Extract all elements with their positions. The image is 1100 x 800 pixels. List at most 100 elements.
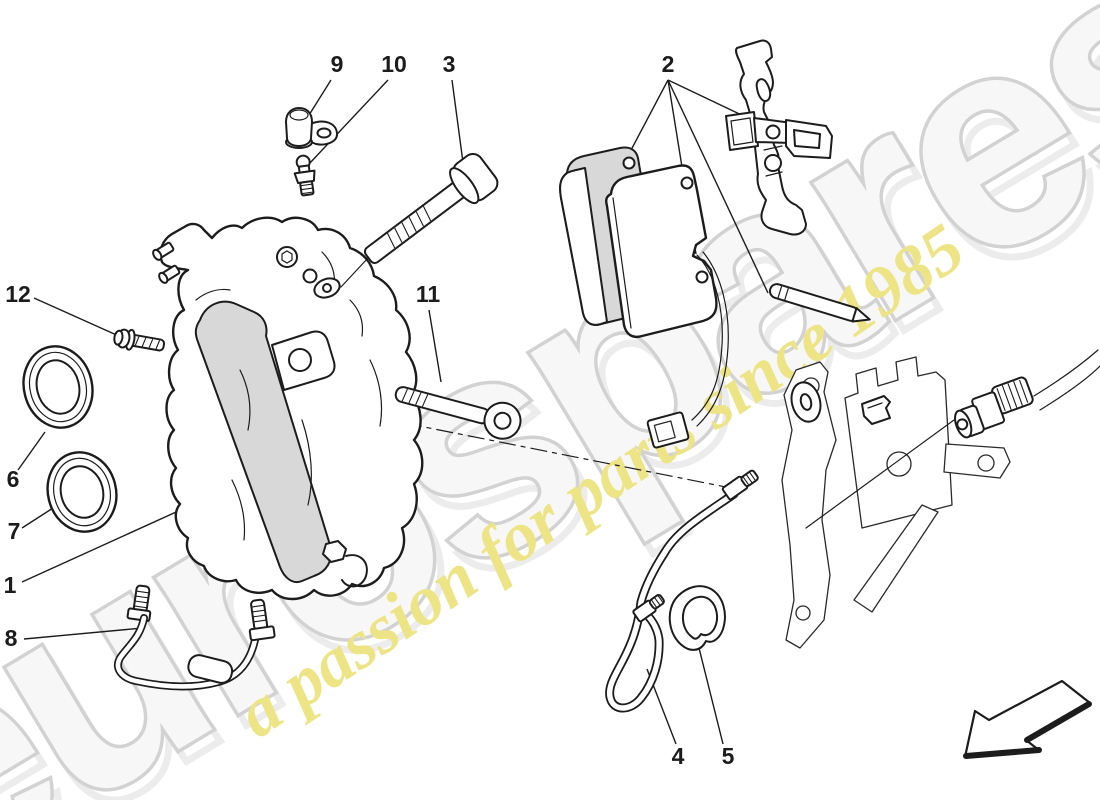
pipe-to-corner-upper bbox=[1033, 349, 1099, 397]
seal-7-bore bbox=[59, 465, 105, 519]
bolt-3-threads bbox=[387, 206, 432, 249]
spring-strip-hole bbox=[764, 154, 782, 172]
callout-1: 1 bbox=[4, 572, 17, 598]
leader-7 bbox=[21, 507, 54, 529]
seal-6-mid bbox=[28, 351, 88, 423]
seal-ring-6 bbox=[22, 345, 94, 429]
caliper-stud-upper bbox=[152, 241, 175, 261]
caliper-detail-7 bbox=[369, 359, 383, 427]
nipple-hex bbox=[293, 169, 316, 185]
clip-5-inner bbox=[682, 595, 719, 640]
caliper-lug-hole bbox=[288, 348, 312, 372]
callout-5: 5 bbox=[722, 743, 735, 769]
leader-2-pads bbox=[629, 79, 669, 153]
bracket-right-arm bbox=[943, 443, 1011, 479]
seal-6-bore bbox=[35, 359, 81, 415]
small-clip bbox=[861, 395, 891, 425]
hose4-threads-top bbox=[742, 471, 757, 486]
pin-grooves bbox=[777, 285, 789, 301]
caliper-detail-3 bbox=[349, 299, 364, 337]
callout-labels: 1 2 3 4 5 6 7 8 9 10 11 12 bbox=[4, 51, 735, 769]
caliper-detail-6 bbox=[195, 288, 231, 301]
callout-7: 7 bbox=[8, 518, 21, 544]
hose4-threads-loop bbox=[650, 594, 664, 609]
bracket-plate bbox=[844, 356, 953, 529]
caliper-detail-2 bbox=[301, 419, 312, 506]
leader-10 bbox=[308, 79, 389, 165]
brake-pad-set bbox=[559, 146, 729, 449]
callout-10: 10 bbox=[381, 51, 407, 77]
callout-4: 4 bbox=[672, 743, 685, 769]
bolt-3-shaft bbox=[363, 179, 469, 265]
cap-dome-top bbox=[289, 109, 309, 121]
caliper-bottom-hook bbox=[341, 554, 368, 588]
pipe-to-corner-lower bbox=[1039, 365, 1100, 411]
pad-back-plate-edge bbox=[559, 167, 608, 326]
alignment-line-caliper-hose bbox=[373, 416, 732, 489]
pipe-8-left-fitting bbox=[126, 584, 152, 622]
bleed-nipple-10 bbox=[293, 154, 316, 197]
bracket-left-arm bbox=[781, 361, 837, 649]
small-clip-line bbox=[867, 402, 883, 409]
clamp-hole bbox=[765, 124, 781, 140]
leader-12 bbox=[33, 297, 122, 338]
leader-2-pin bbox=[667, 79, 769, 294]
sensor-wire-outer bbox=[691, 254, 723, 421]
screw-12-threads bbox=[134, 336, 161, 350]
bracket-hole-foot bbox=[795, 605, 811, 621]
direction-arrow bbox=[963, 679, 1092, 759]
caliper-detail-1 bbox=[239, 369, 251, 431]
brake-caliper bbox=[152, 216, 424, 601]
bolt-11-threads bbox=[401, 388, 429, 407]
nipple-threads bbox=[300, 183, 314, 195]
seal-ring-7 bbox=[46, 451, 118, 533]
callout-12: 12 bbox=[5, 281, 31, 307]
arrow-shadow-shaft bbox=[1024, 701, 1092, 743]
caliper-stud-lower bbox=[158, 264, 181, 284]
fitting-bore bbox=[956, 418, 969, 431]
callout-8: 8 bbox=[5, 625, 18, 651]
pipe-8-right-fitting bbox=[248, 598, 276, 642]
callout-11: 11 bbox=[416, 281, 441, 307]
retaining-screw-12 bbox=[113, 328, 166, 352]
pad-front-face-line bbox=[612, 197, 632, 329]
hose-4-loop-fitting bbox=[632, 594, 665, 623]
pad-pin bbox=[768, 283, 871, 323]
hose-4-tube bbox=[606, 491, 737, 711]
caliper-detail-4 bbox=[231, 479, 246, 541]
clamp-right-ring-bore bbox=[793, 129, 821, 149]
bolt-11-socket bbox=[493, 411, 512, 430]
pipe8-right-threads bbox=[251, 604, 267, 623]
caliper-bottom-hex bbox=[322, 540, 347, 563]
bleed-cap-9 bbox=[285, 107, 339, 149]
alignment-line-bracket bbox=[805, 419, 955, 529]
guide-bolt-11 bbox=[394, 386, 522, 440]
pipe-8-union bbox=[187, 654, 234, 684]
caliper-pad-channel bbox=[194, 300, 332, 583]
arrow-outline bbox=[963, 679, 1092, 759]
callout-9: 9 bbox=[331, 51, 344, 77]
leader-5 bbox=[695, 635, 724, 745]
fixing-bolt-3 bbox=[363, 152, 499, 265]
hose-clip-5 bbox=[668, 585, 726, 651]
seal-7-mid bbox=[53, 457, 111, 527]
bracket-hole-main bbox=[886, 451, 912, 477]
screw-12-cap bbox=[113, 329, 124, 346]
pad-front bbox=[605, 164, 718, 339]
bolt-3-axis-line bbox=[340, 257, 369, 288]
caliper-banjo-bolt bbox=[302, 268, 318, 284]
spring-strip-slot bbox=[755, 78, 772, 102]
caliper-top-bolt bbox=[276, 246, 298, 268]
fitting-knurl-hatch bbox=[996, 379, 1029, 412]
brake-hose-4 bbox=[605, 469, 759, 713]
pin-washer bbox=[790, 381, 822, 423]
callout-6: 6 bbox=[7, 466, 20, 492]
brake-pipe-8 bbox=[114, 584, 276, 691]
pad-clamp bbox=[725, 111, 833, 159]
washer-hole bbox=[799, 393, 813, 411]
leader-6 bbox=[17, 431, 46, 471]
pipe8-left-threads bbox=[134, 590, 150, 609]
leader-3 bbox=[451, 79, 465, 171]
